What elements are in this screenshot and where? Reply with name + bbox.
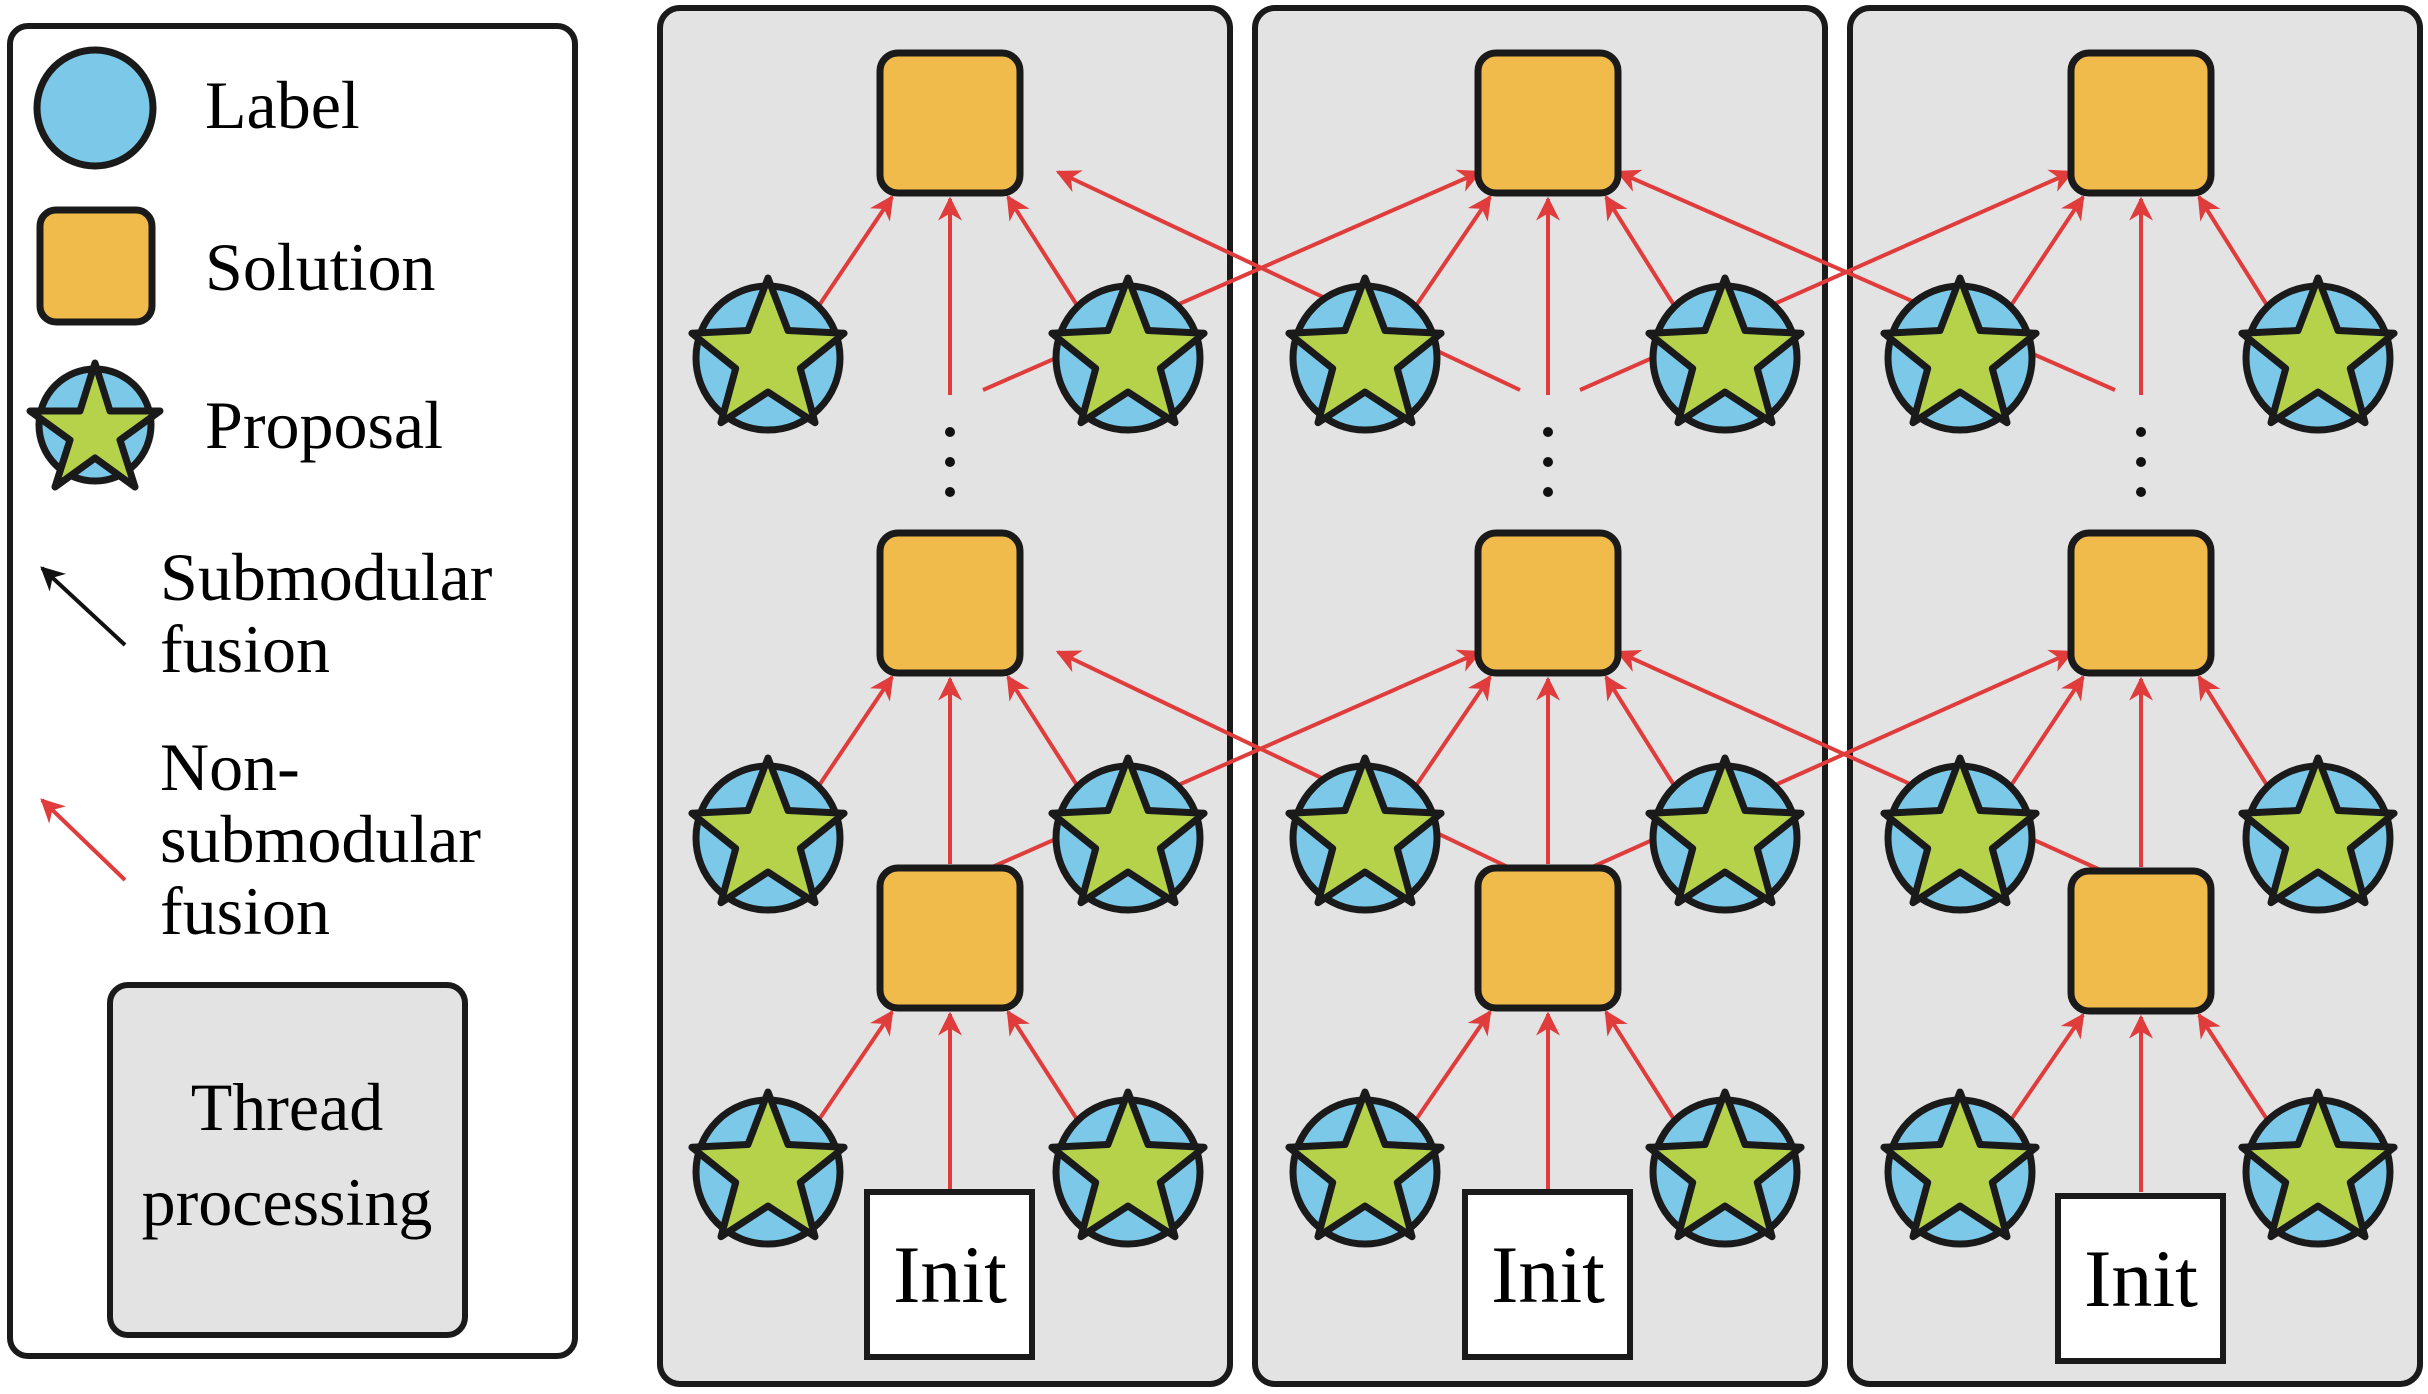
proposal-top-left-thread-1	[688, 274, 848, 434]
nonsubmodular-arrow-13	[1411, 675, 1492, 792]
solution-icon	[36, 206, 156, 326]
nonsubmodular-arrow-21	[2197, 1012, 2272, 1126]
proposal-bottom-left-thread-1	[688, 1088, 848, 1248]
nonsubmodular-arrow-4	[814, 675, 894, 792]
submodular-arrow-icon	[40, 566, 127, 647]
nonsubmodular-arrow-icon	[40, 798, 127, 882]
proposal-bottom-right-thread-3	[2238, 1088, 2398, 1248]
proposal-middle-left-thread-1	[688, 754, 848, 914]
proposal-icon	[26, 359, 164, 491]
solution-top-thread-3	[2067, 49, 2215, 197]
proposal-middle-left-thread-2	[1285, 754, 1445, 914]
proposal-middle-right-thread-3	[2238, 754, 2398, 914]
label-icon	[33, 46, 157, 170]
thread-processing-icon	[107, 982, 468, 1338]
proposal-bottom-left-thread-3	[1880, 1088, 2040, 1248]
init-box-thread-3: Init	[2055, 1193, 2226, 1364]
legend-submodular-line1: Submodular	[160, 539, 493, 615]
solution-middle-thread-3	[2067, 529, 2215, 677]
init-label-2: Init	[1491, 1229, 1605, 1320]
legend-proposal-text: Proposal	[205, 387, 443, 463]
proposal-middle-left-thread-3	[1880, 754, 2040, 914]
init-box-thread-2: Init	[1462, 1189, 1633, 1360]
nonsubmodular-arrow-15	[1604, 674, 1679, 792]
init-label-1: Init	[893, 1229, 1007, 1320]
legend-thread-line1: Thread	[191, 1069, 384, 1145]
legend-label-text: Label	[205, 67, 360, 143]
solution-bottom-thread-2	[1474, 864, 1622, 1012]
nonsubmodular-arrow-22	[2006, 675, 2085, 792]
nonsubmodular-arrow-19	[2006, 1013, 2085, 1126]
legend-nonsub-line2: submodular	[160, 801, 481, 877]
proposal-top-left-thread-3	[1880, 274, 2040, 434]
solution-bottom-thread-1	[876, 864, 1024, 1012]
solution-middle-thread-2	[1474, 529, 1622, 677]
nonsubmodular-arrow-6	[1006, 674, 1082, 792]
nonsubmodular-arrow-12	[1604, 1009, 1679, 1126]
legend-nonsub-line3: fusion	[160, 873, 330, 949]
ellipsis-thread-2	[1543, 427, 1553, 497]
proposal-middle-right-thread-2	[1645, 754, 1805, 914]
proposal-top-right-thread-1	[1048, 274, 1208, 434]
nonsubmodular-arrow-7	[814, 195, 894, 312]
proposal-bottom-right-thread-1	[1048, 1088, 1208, 1248]
proposal-top-right-thread-3	[2238, 274, 2398, 434]
nonsubmodular-arrow-10	[1411, 1010, 1492, 1126]
ellipsis-thread-1	[945, 427, 955, 497]
proposal-top-left-thread-2	[1285, 274, 1445, 434]
nonsubmodular-arrow-29	[1055, 170, 1521, 392]
legend-nonsub-line1: Non-	[160, 729, 300, 805]
nonsubmodular-arrow-18	[1604, 194, 1679, 312]
init-label-3: Init	[2084, 1233, 2198, 1324]
diagram-nodes	[688, 49, 2398, 1248]
ellipsis-thread-3	[2136, 427, 2146, 497]
legend-thread-line2: processing	[142, 1164, 433, 1240]
init-box-thread-1: Init	[864, 1189, 1035, 1360]
solution-top-thread-1	[876, 49, 1024, 197]
proposal-top-right-thread-2	[1645, 274, 1805, 434]
proposal-middle-right-thread-1	[1048, 754, 1208, 914]
nonsubmodular-arrow-25	[2006, 195, 2085, 312]
nonsubmodular-arrow-16	[1411, 195, 1492, 312]
nonsubmodular-arrow-1	[814, 1010, 894, 1126]
nonsubmodular-arrow-9	[1006, 194, 1082, 312]
solution-middle-thread-1	[876, 529, 1024, 677]
nonsubmodular-arrow-27	[2197, 194, 2272, 312]
solution-top-thread-2	[1474, 49, 1622, 197]
legend: Label Solution Proposal Submodular fusio…	[7, 23, 578, 1359]
solution-bottom-thread-3	[2067, 867, 2215, 1015]
proposal-bottom-right-thread-2	[1645, 1088, 1805, 1248]
init-boxes: Init Init Init	[864, 1189, 2226, 1364]
proposal-bottom-left-thread-2	[1285, 1088, 1445, 1248]
nonsubmodular-arrow-3	[1006, 1009, 1082, 1126]
legend-submodular-line2: fusion	[160, 611, 330, 687]
nonsubmodular-arrow-24	[2197, 674, 2272, 792]
legend-solution-text: Solution	[205, 229, 436, 305]
